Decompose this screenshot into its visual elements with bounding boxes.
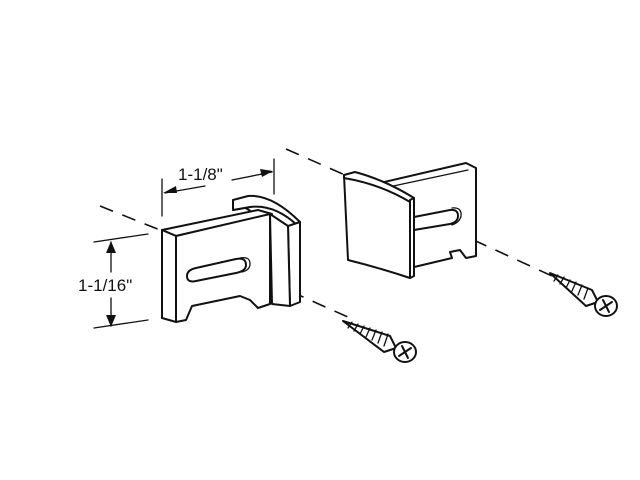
width-dimension: 1-1/8" xyxy=(161,158,275,217)
alignment-line-left xyxy=(99,205,161,231)
height-dimension: 1-1/16" xyxy=(78,233,149,329)
width-label: 1-1/8" xyxy=(178,165,223,184)
height-label: 1-1/16" xyxy=(78,276,132,295)
left-guide-block xyxy=(161,194,301,323)
phillips-slot-2 xyxy=(602,299,610,313)
right-guide-block xyxy=(343,162,477,279)
screw-left xyxy=(342,320,417,363)
screw-right xyxy=(549,272,618,317)
alignment-line-right-top xyxy=(285,148,346,176)
phillips-slot-2 xyxy=(401,345,409,359)
